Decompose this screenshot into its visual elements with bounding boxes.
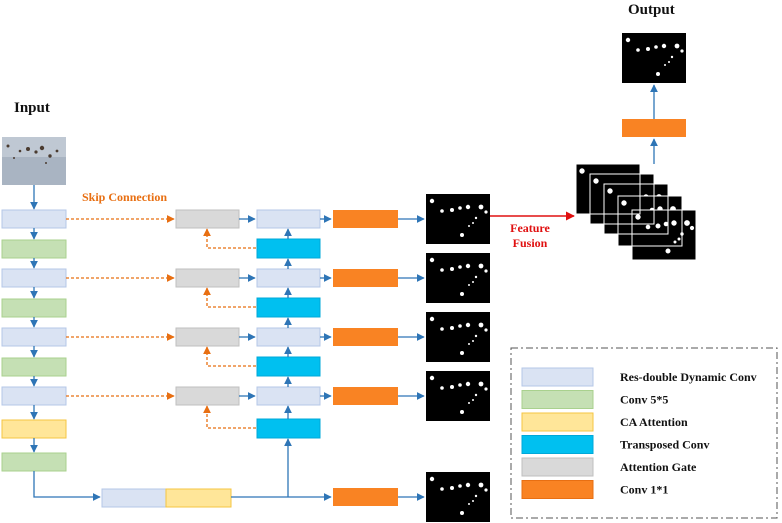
output-conv1x1 bbox=[622, 119, 686, 137]
gate-arrows bbox=[239, 215, 256, 400]
bottleneck-ca-block bbox=[165, 488, 232, 508]
legend-label-3: Transposed Conv bbox=[620, 438, 709, 452]
decoder-res-block-3 bbox=[256, 327, 321, 347]
conv1x1-1 bbox=[333, 210, 398, 228]
encoder-res-block-2 bbox=[1, 268, 67, 288]
decoder-res-block-4 bbox=[256, 386, 321, 406]
legend-label-4: Attention Gate bbox=[620, 460, 697, 474]
output-label: Output bbox=[628, 2, 675, 18]
skip-connection-label: Skip Connection bbox=[82, 190, 167, 204]
legend-swatch-2 bbox=[521, 412, 594, 432]
legend-swatch-0 bbox=[521, 367, 594, 387]
conv1x1-arrows bbox=[398, 215, 425, 501]
feature-fusion-label-line1: Feature bbox=[510, 221, 550, 235]
conv1x1-4 bbox=[333, 387, 398, 405]
encoder-res-block-4 bbox=[1, 386, 67, 406]
input-image bbox=[2, 137, 66, 185]
seg-output-3 bbox=[426, 312, 490, 362]
transposed-conv-1 bbox=[256, 238, 321, 259]
decoder-res-block-1 bbox=[256, 209, 321, 229]
legend-swatch-4 bbox=[521, 457, 594, 477]
encoder-res-block-3 bbox=[1, 327, 67, 347]
seg-output-1 bbox=[426, 194, 490, 244]
decoder-blocks bbox=[256, 209, 321, 439]
encoder-conv5-block-3 bbox=[1, 357, 67, 377]
decoder-res-block-2 bbox=[256, 268, 321, 288]
attention-gate-2 bbox=[175, 268, 240, 288]
encoder-res-block-1 bbox=[1, 209, 67, 229]
attention-gates bbox=[175, 209, 240, 406]
encoder-ca-block bbox=[1, 419, 67, 439]
legend-swatch-3 bbox=[521, 435, 594, 454]
decoder-arrows bbox=[284, 215, 332, 419]
encoder-conv5-block-4 bbox=[1, 452, 67, 472]
conv1x1-5 bbox=[333, 488, 398, 506]
bottleneck-res-block bbox=[101, 488, 167, 508]
encoder-conv5-block-2 bbox=[1, 298, 67, 318]
legend-border bbox=[510, 347, 778, 519]
conv1x1-2 bbox=[333, 269, 398, 287]
encoder-blocks bbox=[1, 209, 67, 472]
conv1x1-blocks bbox=[333, 210, 398, 506]
bottleneck bbox=[33, 438, 332, 508]
attention-gate-4 bbox=[175, 386, 240, 406]
feature-fusion-label-line2: Fusion bbox=[513, 236, 548, 250]
seg-output-4 bbox=[426, 371, 490, 421]
attention-gate-3 bbox=[175, 327, 240, 347]
output-image bbox=[622, 33, 686, 83]
segmentation-outputs bbox=[426, 194, 490, 522]
legend-swatch-5 bbox=[521, 480, 594, 499]
transposed-conv-3 bbox=[256, 356, 321, 377]
encoder-conv5-block-1 bbox=[1, 239, 67, 259]
transposed-conv-2 bbox=[256, 297, 321, 318]
legend-label-5: Conv 1*1 bbox=[620, 483, 668, 497]
legend-swatch-1 bbox=[521, 390, 594, 409]
seg-output-2 bbox=[426, 253, 490, 303]
stacked-feature-maps bbox=[575, 163, 697, 261]
input-label: Input bbox=[14, 100, 50, 116]
attention-gate-1 bbox=[175, 209, 240, 229]
skip-connections bbox=[66, 215, 256, 429]
legend-label-2: CA Attention bbox=[620, 415, 688, 429]
transposed-conv-4 bbox=[256, 418, 321, 439]
seg-output-5 bbox=[426, 472, 490, 522]
legend-label-1: Conv 5*5 bbox=[620, 393, 668, 407]
legend-label-0: Res-double Dynamic Conv bbox=[620, 370, 757, 384]
conv1x1-3 bbox=[333, 328, 398, 346]
